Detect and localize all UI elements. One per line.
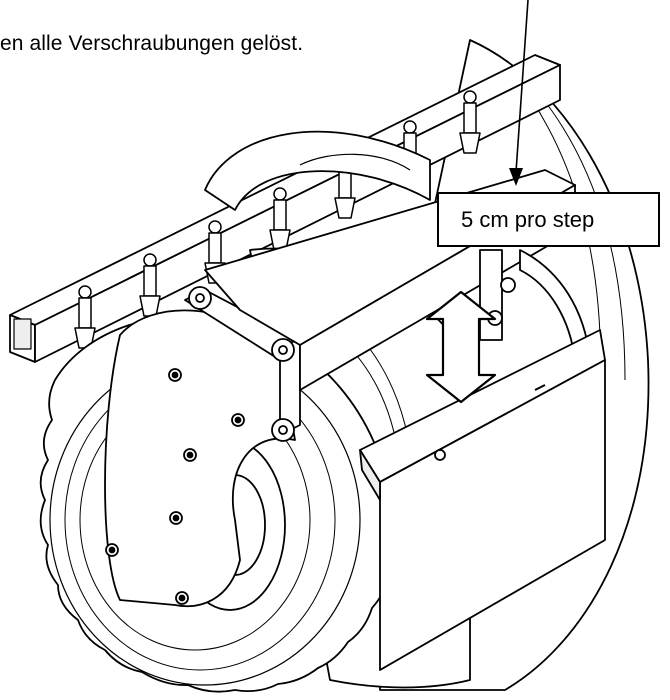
upper-bow: [204, 130, 431, 211]
link-arms: [184, 286, 301, 442]
adjustment-arrow: [425, 290, 497, 404]
side-plate: [104, 309, 296, 607]
leader-arrow: [509, 0, 529, 186]
instruction-caption: en alle Verschraubungen gelöst.: [0, 32, 304, 55]
step-callout-box: 5 cm pro step: [437, 192, 660, 247]
scraper-plate: [359, 329, 606, 671]
